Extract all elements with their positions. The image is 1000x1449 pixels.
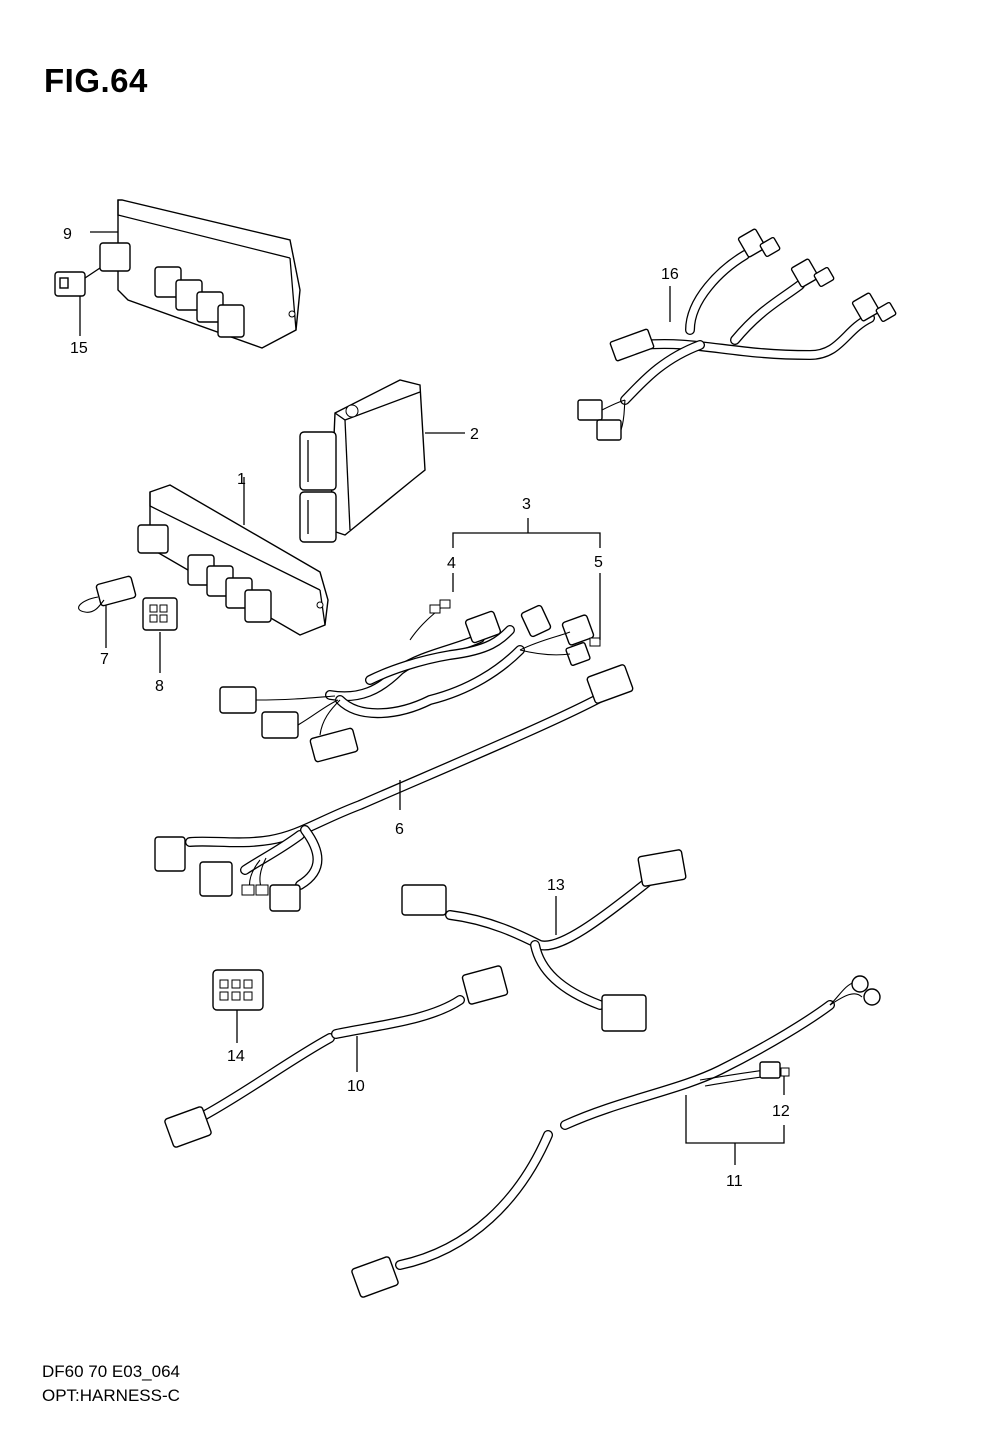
- part-15-fuse: [54, 267, 101, 297]
- part-2-ecm: [299, 379, 426, 543]
- callout-9: 9: [63, 226, 72, 243]
- callout-1: 1: [237, 471, 246, 488]
- callout-7: 7: [100, 651, 109, 668]
- callout-3: 3: [522, 496, 531, 513]
- footer-code: DF60 70 E03_064: [42, 1362, 180, 1381]
- callout-11: 11: [726, 1173, 743, 1190]
- callout-4: 4: [447, 555, 456, 572]
- part-7-fuse-holder: [78, 575, 137, 613]
- part-11-harness: [351, 975, 881, 1298]
- callout-12: 12: [772, 1103, 790, 1120]
- part-14-connector: [212, 969, 264, 1011]
- part-8-connector: [142, 597, 178, 631]
- footer-name: OPT:HARNESS-C: [42, 1386, 180, 1405]
- footer: DF60 70 E03_064 OPT:HARNESS-C: [42, 1360, 180, 1408]
- callout-16: 16: [661, 266, 679, 283]
- callout-5: 5: [594, 554, 603, 571]
- callout-8: 8: [155, 678, 164, 695]
- part-10-harness: [164, 965, 509, 1148]
- callout-15: 15: [70, 340, 88, 357]
- part-6-harness: [154, 664, 634, 912]
- part-3-harness: [219, 599, 601, 763]
- callout-2: 2: [470, 426, 479, 443]
- callout-6: 6: [395, 821, 404, 838]
- part-16-harness: [577, 228, 897, 441]
- callout-14: 14: [227, 1048, 245, 1065]
- callout-10: 10: [347, 1078, 365, 1095]
- figure-title: FIG.64: [44, 62, 148, 99]
- part-13-harness: [401, 849, 687, 1032]
- callout-13: 13: [547, 877, 565, 894]
- part-9-junction-box: [99, 199, 301, 349]
- part-1-junction-box: [137, 484, 329, 636]
